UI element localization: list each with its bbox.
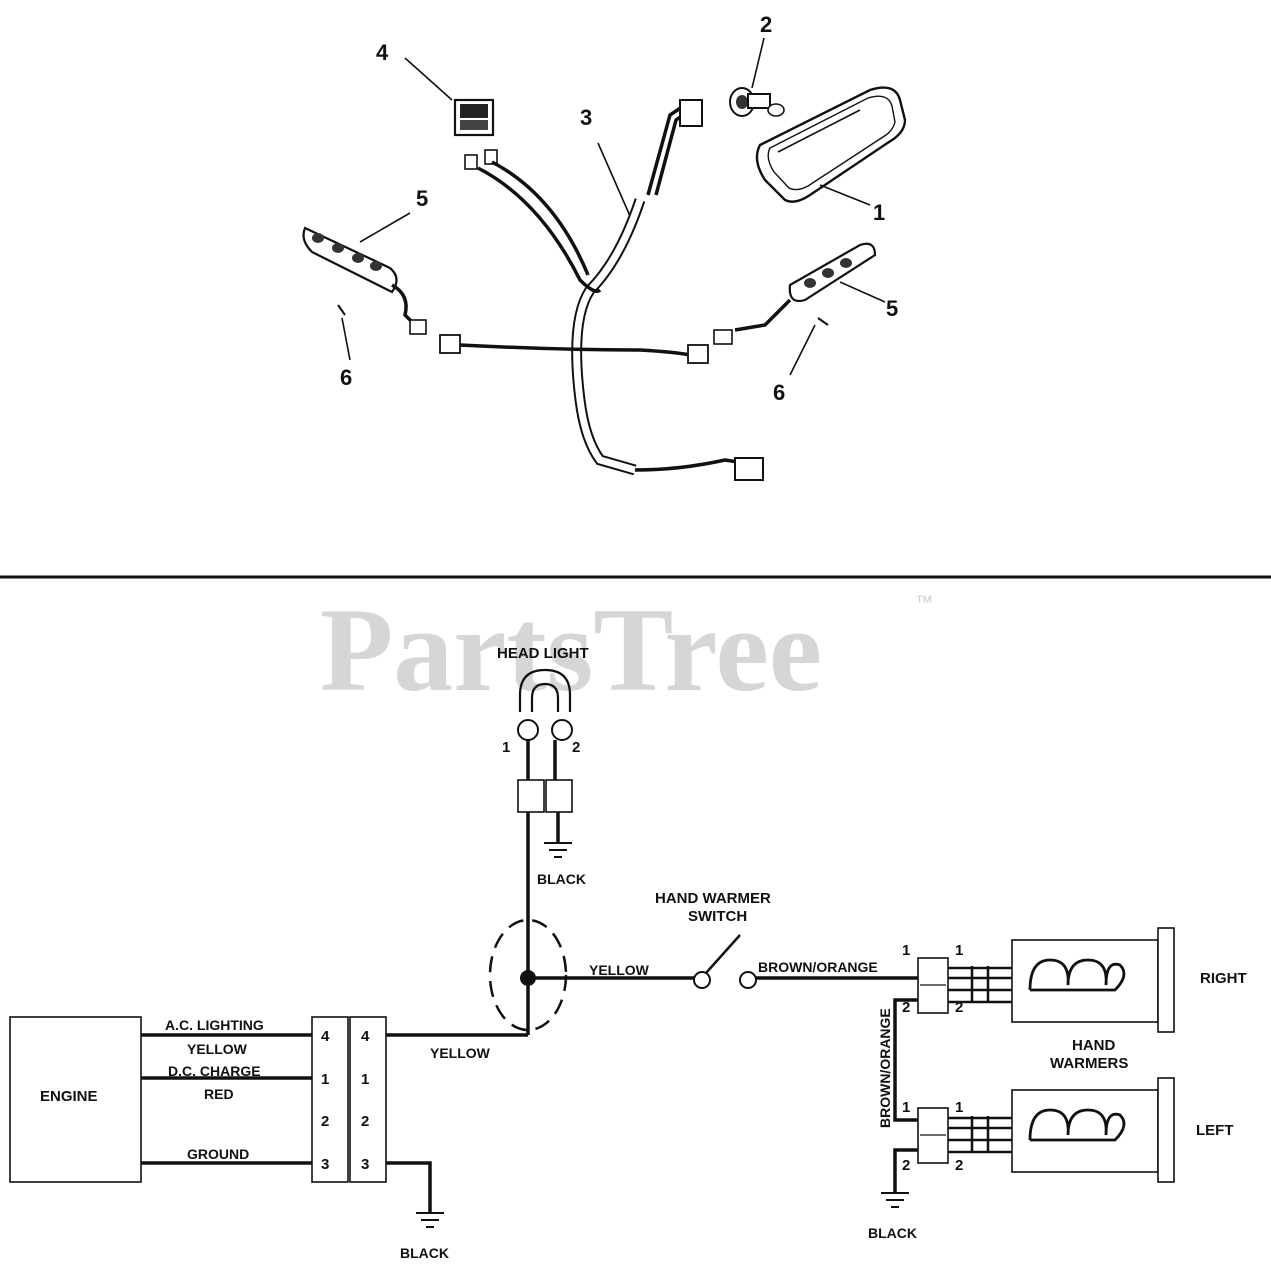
part-rocker-switch [404, 57, 498, 170]
parts-exploded-view: 1 2 3 4 5 5 6 6 [302, 12, 907, 481]
engine-block: ENGINE A.C. LIGHTING YELLOW D.C. CHARGE … [9, 1016, 312, 1183]
hand-warmers-title-line2: WARMERS [1050, 1055, 1128, 1072]
right-pin-a1: 1 [902, 942, 910, 959]
head-light-symbol: HEAD LIGHT 1 2 BLACK [497, 645, 589, 887]
conn-right-pin-1: 1 [361, 1071, 369, 1088]
right-hand-warmer: RIGHT [970, 927, 1247, 1033]
part-headlight-housing [755, 86, 907, 206]
callout-5-left: 5 [416, 186, 428, 211]
engine-ground-label: GROUND [187, 1146, 249, 1162]
splice-highlight [488, 918, 568, 1032]
head-light-pin-1: 1 [502, 739, 510, 756]
hand-warmers-title-line1: HAND [1072, 1037, 1115, 1054]
engine-ac-lighting-label: A.C. LIGHTING [165, 1017, 264, 1033]
callout-2: 2 [760, 12, 772, 37]
callout-3: 3 [580, 105, 592, 130]
head-light-title: HEAD LIGHT [497, 645, 589, 662]
callout-5-right: 5 [886, 296, 898, 321]
right-pin-a2: 2 [902, 999, 910, 1016]
left-hand-warmer: LEFT [970, 1077, 1234, 1183]
part-hand-grip-right [713, 242, 886, 345]
callout-4: 4 [376, 40, 389, 65]
right-pin-b1: 1 [955, 942, 963, 959]
engine-connector: 4 1 2 3 4 1 2 3 [311, 1016, 387, 1183]
engine-red-label: RED [204, 1086, 234, 1102]
wire-label-yellow-upper: YELLOW [589, 962, 650, 978]
brown-orange-jumper [893, 998, 918, 1122]
part-bulb-socket [729, 37, 785, 117]
callout-6-right: 6 [773, 380, 785, 405]
conn-right-pin-2: 2 [361, 1113, 369, 1130]
conn-left-pin-3: 3 [321, 1156, 329, 1173]
conn-left-pin-2: 2 [321, 1113, 329, 1130]
engine-label: ENGINE [40, 1088, 98, 1105]
engine-yellow-label: YELLOW [187, 1041, 248, 1057]
wire-label-brown-orange-vertical: BROWN/ORANGE [877, 1008, 893, 1128]
conn-right-pin-3: 3 [361, 1156, 369, 1173]
warmers-ground: BLACK [868, 1148, 918, 1241]
part-screw-right [789, 317, 829, 376]
conn-left-pin-1: 1 [321, 1071, 329, 1088]
wire-label-brown-orange: BROWN/ORANGE [758, 959, 878, 975]
wire-label-yellow-lower: YELLOW [430, 1045, 491, 1061]
right-warmer-connector: 1 2 1 2 [902, 942, 1012, 1016]
watermark-tm: ™ [915, 592, 933, 612]
part-hand-grip-left [302, 212, 427, 335]
left-pin-a2: 2 [902, 1157, 910, 1174]
head-light-pin-2: 2 [572, 739, 580, 756]
engine-ground-black-label: BLACK [400, 1245, 449, 1261]
engine-ground: BLACK [386, 1161, 449, 1261]
left-warmer-connector: 1 2 1 2 [902, 1099, 1012, 1174]
conn-right-pin-4: 4 [361, 1028, 370, 1045]
wiring-schematic: HEAD LIGHT 1 2 BLACK YELLOW HAND WARMER [9, 645, 1247, 1261]
conn-left-pin-4: 4 [321, 1028, 330, 1045]
head-light-ground-label: BLACK [537, 871, 586, 887]
right-warmer-label: RIGHT [1200, 970, 1247, 987]
part-screw-left [337, 304, 351, 361]
left-pin-b2: 2 [955, 1157, 963, 1174]
switch-title-line1: HAND WARMER [655, 890, 771, 907]
right-pin-b2: 2 [955, 999, 963, 1016]
callout-1: 1 [873, 200, 885, 225]
engine-dc-charge-label: D.C. CHARGE [168, 1063, 261, 1079]
left-warmer-label: LEFT [1196, 1122, 1234, 1139]
callout-6-left: 6 [340, 365, 352, 390]
left-pin-b1: 1 [955, 1099, 963, 1116]
switch-title-line2: SWITCH [688, 908, 747, 925]
part-wire-harness [439, 99, 764, 481]
left-pin-a1: 1 [902, 1099, 910, 1116]
warmers-ground-label: BLACK [868, 1225, 917, 1241]
hand-warmer-switch: HAND WARMER SWITCH [655, 890, 771, 989]
